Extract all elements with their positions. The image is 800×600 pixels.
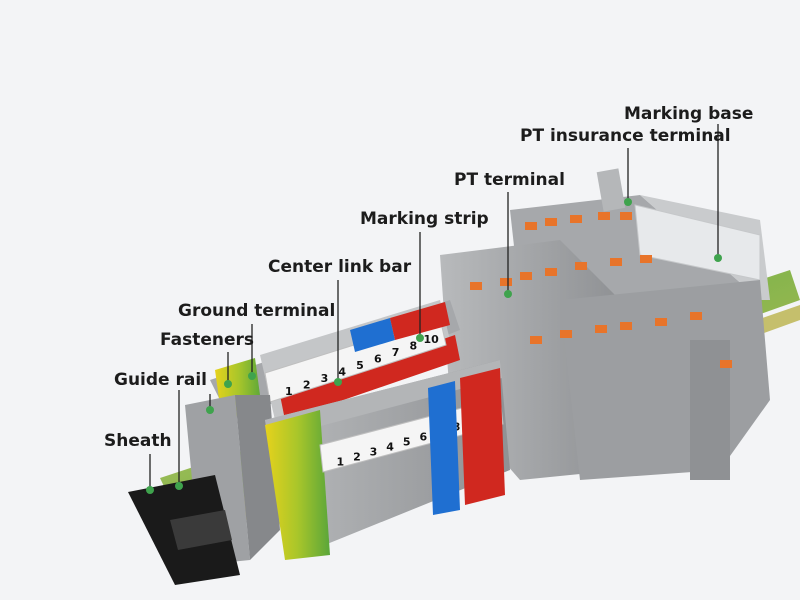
orange-clamp xyxy=(470,282,482,290)
front-strip-number: 4 xyxy=(386,441,394,454)
leader-dot xyxy=(224,380,232,388)
orange-clamp xyxy=(598,212,610,220)
back-strip-number: 6 xyxy=(374,353,382,366)
orange-clamp xyxy=(500,278,512,286)
orange-clamp xyxy=(610,258,622,266)
front-strip-number: 3 xyxy=(370,446,378,459)
label-marking-base: Marking base xyxy=(624,104,754,124)
ground-terminal-front xyxy=(265,410,330,560)
leader-dot xyxy=(206,406,214,414)
orange-clamp xyxy=(530,336,542,344)
orange-clamp xyxy=(720,360,732,368)
leader-dot xyxy=(334,378,342,386)
orange-clamp-details xyxy=(470,212,732,368)
label-fasteners: Fasteners xyxy=(160,330,254,350)
back-strip-number: 2 xyxy=(303,378,311,391)
orange-clamp xyxy=(655,318,667,326)
label-ground-terminal: Ground terminal xyxy=(178,301,336,321)
back-strip-number: 7 xyxy=(392,346,400,359)
back-strip-number: 5 xyxy=(356,359,364,372)
label-center-link-bar: Center link bar xyxy=(268,257,412,277)
orange-clamp xyxy=(620,322,632,330)
orange-clamp xyxy=(520,272,532,280)
label-pt-terminal: PT terminal xyxy=(454,170,565,190)
orange-clamp xyxy=(640,255,652,263)
front-strip-number: 2 xyxy=(353,451,361,464)
front-strip-number: 6 xyxy=(419,431,427,444)
orange-clamp xyxy=(620,212,632,220)
leader-dot xyxy=(248,372,256,380)
orange-clamp xyxy=(525,222,537,230)
center-link-bar xyxy=(280,335,460,420)
orange-clamp xyxy=(570,215,582,223)
front-strip-number: 5 xyxy=(403,436,411,449)
label-marking-strip: Marking strip xyxy=(360,209,489,229)
leader-dot xyxy=(416,334,424,342)
annotation-leader-lines xyxy=(146,124,722,494)
leader-dot xyxy=(504,290,512,298)
front-jumper-blocks xyxy=(428,368,505,515)
orange-clamp xyxy=(690,312,702,320)
label-guide-rail: Guide rail xyxy=(114,370,208,390)
label-sheath: Sheath xyxy=(104,431,172,451)
back-strip-number: 8 xyxy=(410,340,418,353)
leader-dot xyxy=(146,486,154,494)
back-strip-number: 4 xyxy=(338,365,346,378)
back-strip-number: 1 xyxy=(285,385,293,398)
back-strip-number: 3 xyxy=(321,372,329,385)
orange-clamp xyxy=(545,268,557,276)
orange-clamp xyxy=(545,218,557,226)
back-strip-number: 10 xyxy=(423,333,439,346)
sheath-end-cap xyxy=(128,475,240,585)
orange-clamp xyxy=(560,330,572,338)
front-strip-number: 1 xyxy=(336,456,344,469)
orange-clamp xyxy=(595,325,607,333)
leader-dot xyxy=(175,482,183,490)
orange-clamp xyxy=(575,262,587,270)
label-pt-insurance-terminal: PT insurance terminal xyxy=(520,126,731,146)
leader-dot xyxy=(624,198,632,206)
leader-dot xyxy=(714,254,722,262)
